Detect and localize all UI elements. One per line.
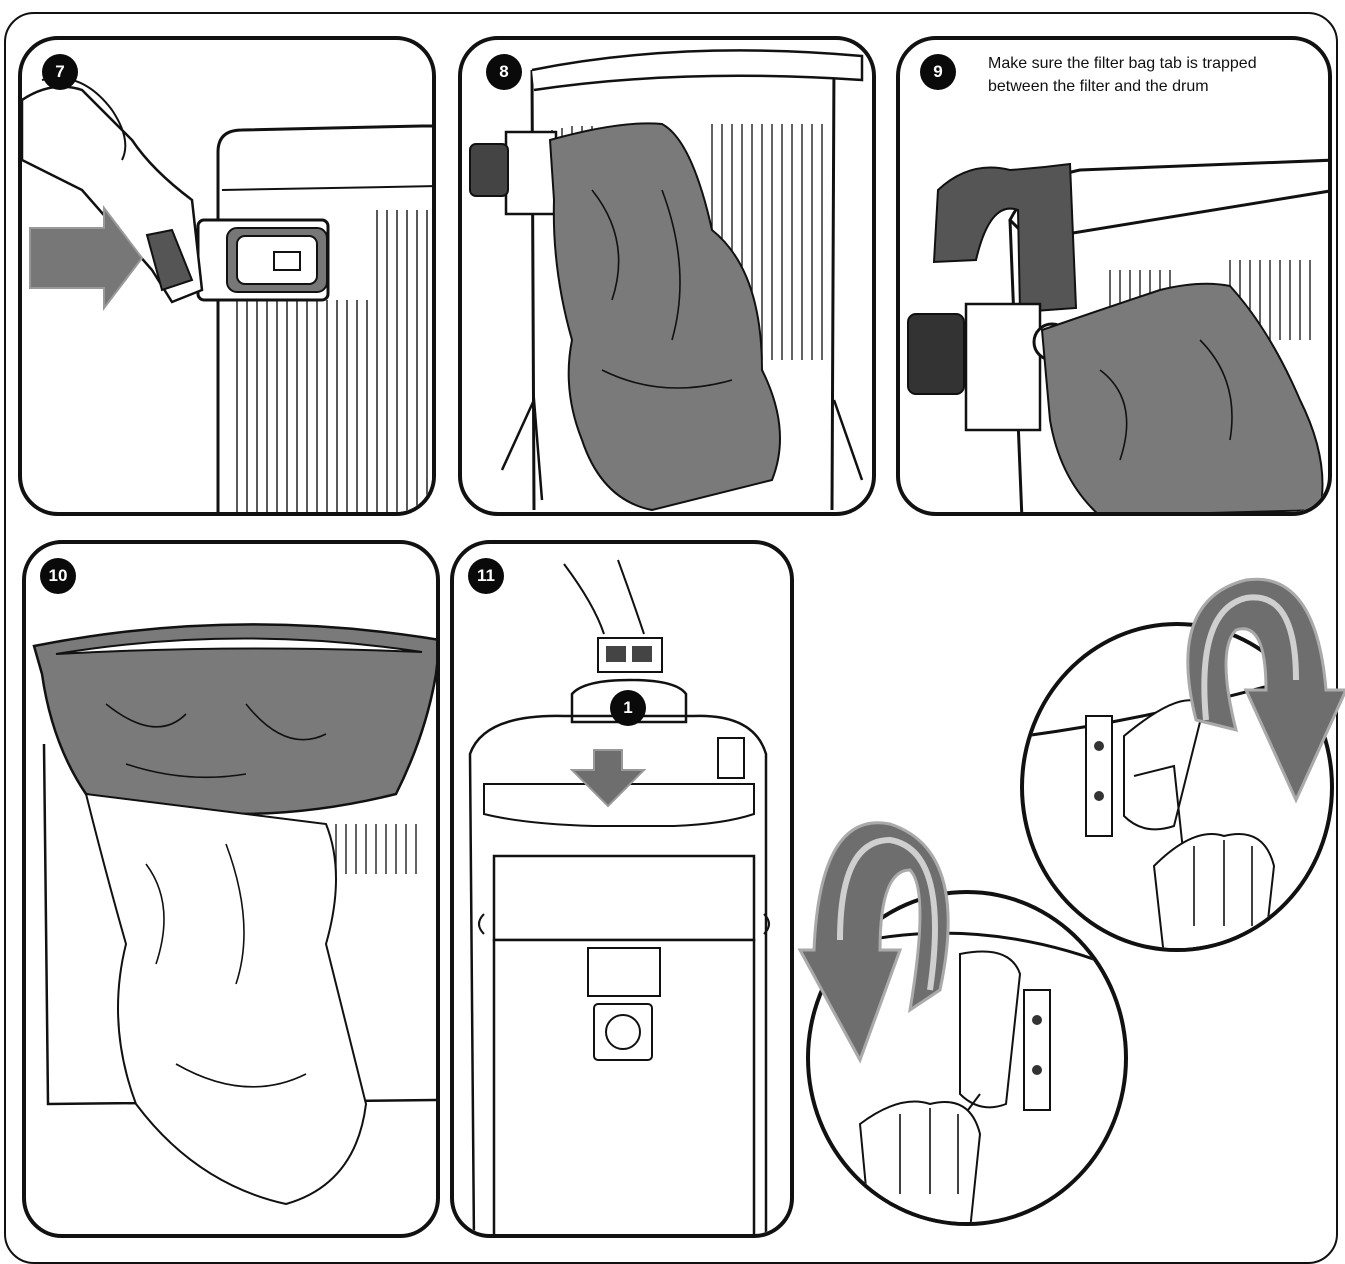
step-7-illustration xyxy=(22,77,432,512)
step-8-badge: 8 xyxy=(486,54,522,90)
curved-arrow-3-icon xyxy=(1186,577,1345,804)
step-11-panel: 11 1 xyxy=(450,540,794,1238)
step-10-panel: 10 xyxy=(22,540,440,1238)
step-8-panel: 8 xyxy=(458,36,876,516)
step-9-note: Make sure the filter bag tab is trapped … xyxy=(988,55,1257,95)
step-8-illustration xyxy=(469,49,864,512)
step-11-badge: 11 xyxy=(468,558,504,594)
step-9-panel: 9 Make sure the filter bag tab is trappe… xyxy=(896,36,1332,516)
step-11-illustration xyxy=(468,559,770,1234)
latch-detail-3-illustration xyxy=(1024,666,1330,948)
step-7-panel: 7 xyxy=(18,36,436,516)
latch-detail-step-3 xyxy=(1020,622,1334,952)
step-10-illustration xyxy=(32,623,436,1206)
curved-arrow-2-icon xyxy=(797,821,950,1064)
step-7-badge: 7 xyxy=(42,54,78,90)
step-9-illustration xyxy=(907,158,1328,512)
sub-step-1-badge: 1 xyxy=(610,690,646,726)
step-10-badge: 10 xyxy=(40,558,76,594)
step-9-badge: 9 xyxy=(920,54,956,90)
instruction-sheet-frame xyxy=(4,12,1338,1264)
latch-detail-2-illustration xyxy=(810,931,1124,1222)
